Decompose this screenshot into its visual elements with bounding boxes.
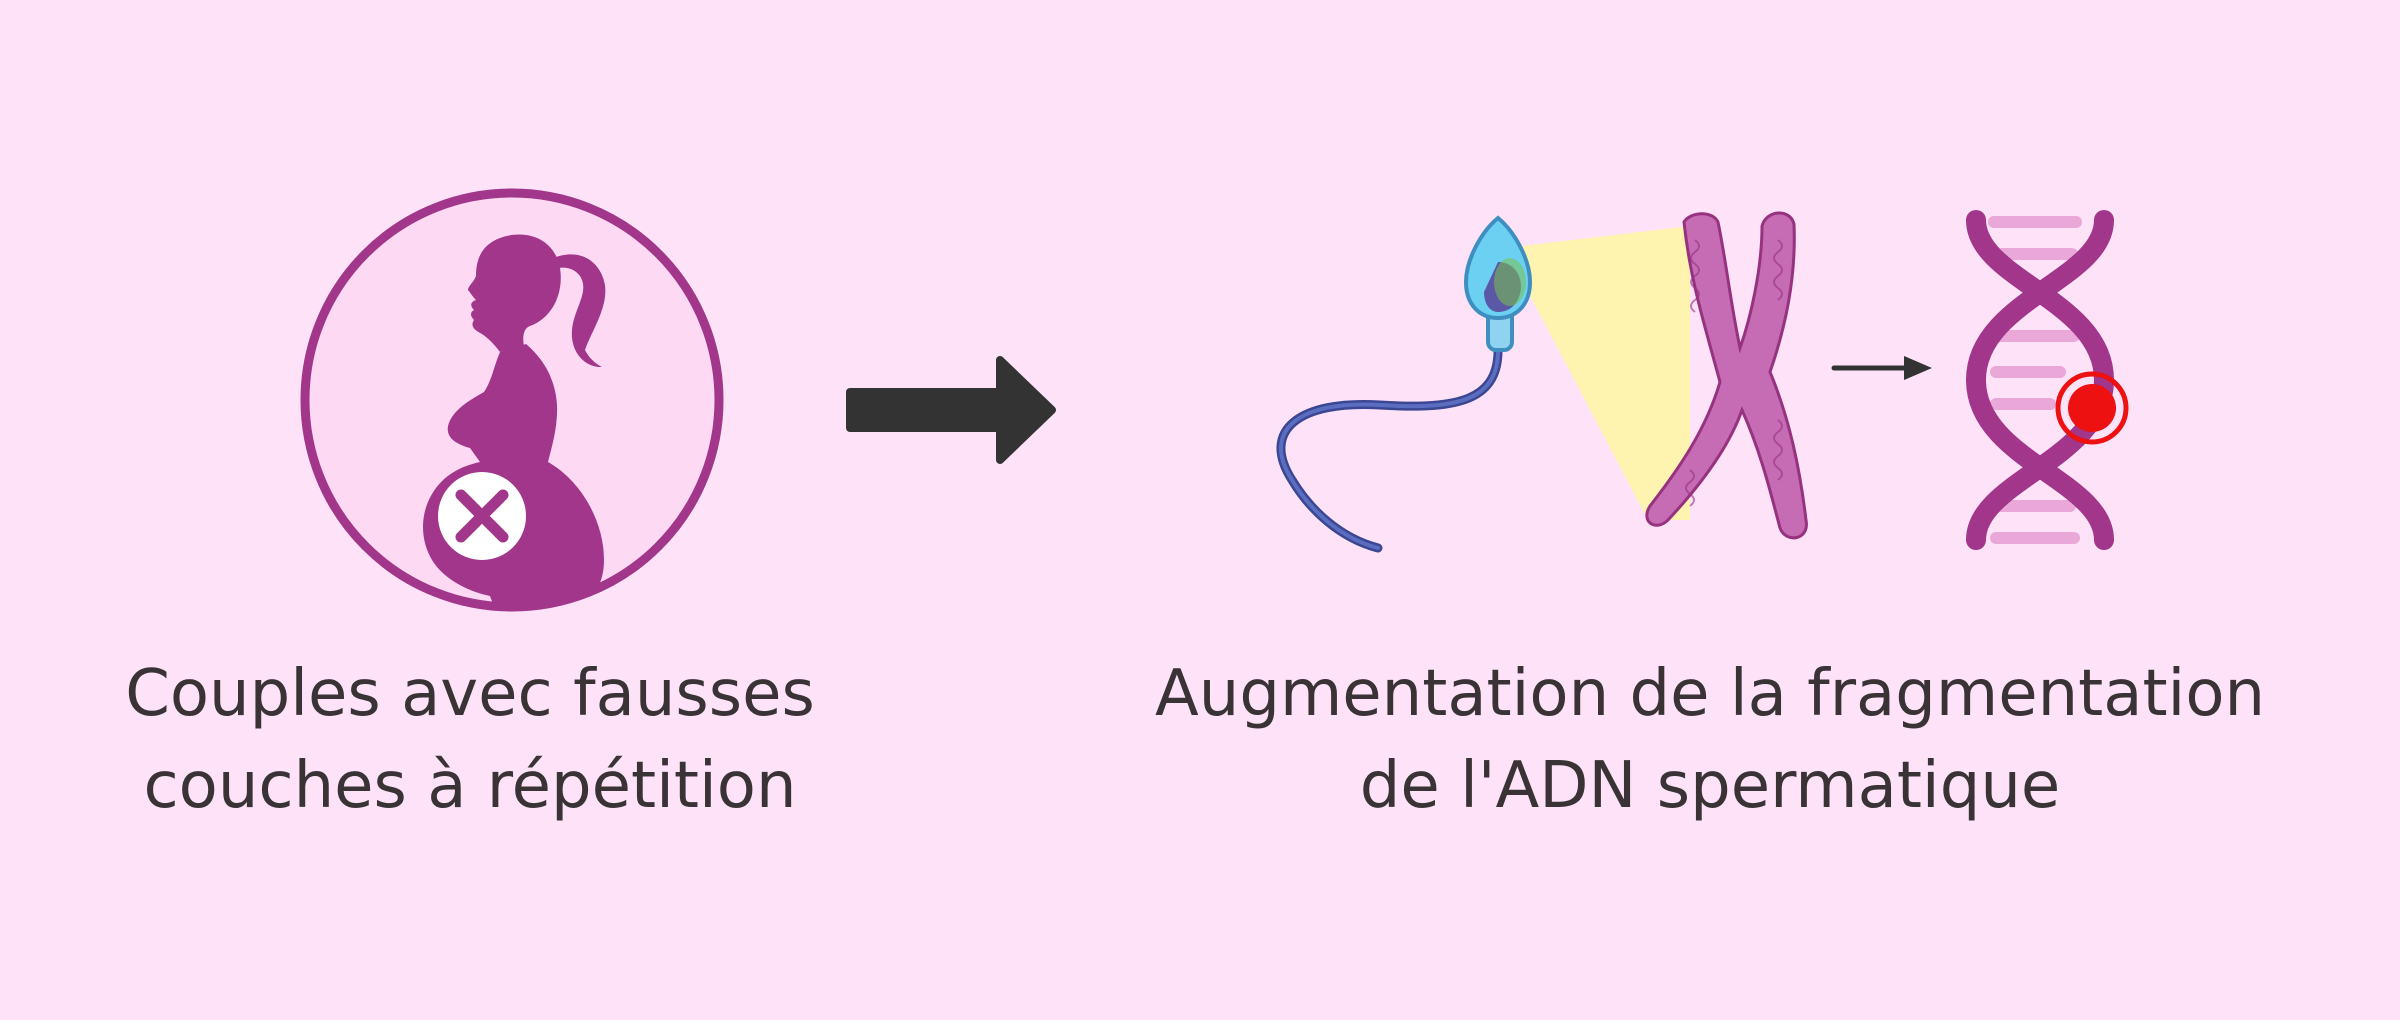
small-arrow-icon xyxy=(1831,356,1932,380)
right-caption: Augmentation de la fragmentation de l'AD… xyxy=(1110,648,2310,832)
left-caption-line1: Couples avec fausses xyxy=(125,657,815,731)
dna-break-marker-icon xyxy=(2055,371,2129,445)
dna-helix-icon xyxy=(1965,210,2115,550)
chromosome-icon xyxy=(1645,211,1808,540)
zoom-cone xyxy=(1505,226,1690,520)
right-caption-line2: de l'ADN spermatique xyxy=(1359,749,2061,823)
chromosome-texture xyxy=(1685,239,1783,507)
sperm-icon xyxy=(1276,215,1533,553)
left-caption-line2: couches à répétition xyxy=(143,749,797,823)
x-mark-icon xyxy=(438,472,526,560)
left-caption: Couples avec fausses couches à répétitio… xyxy=(80,648,860,832)
pregnant-woman-icon xyxy=(300,188,724,612)
arrow-right-icon xyxy=(846,356,1056,464)
right-caption-line1: Augmentation de la fragmentation xyxy=(1154,657,2266,731)
